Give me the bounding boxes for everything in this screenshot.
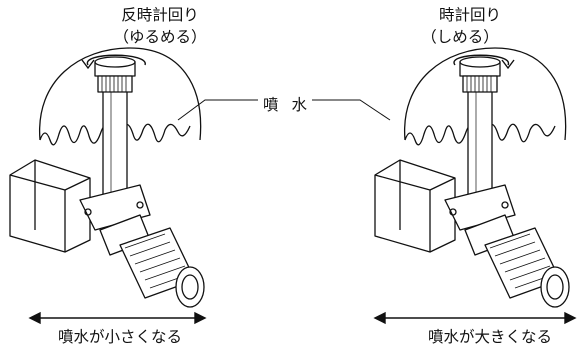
double-arrow-icon (28, 311, 577, 325)
label-flow-smaller: 噴水が小さくなる (57, 328, 182, 346)
label-flow-larger: 噴水が大きくなる (427, 328, 552, 346)
label-clockwise: 時計回り (438, 6, 501, 24)
label-loosen: （ゆるめる） (113, 28, 207, 46)
leader-line-left (177, 99, 258, 121)
leader-line-right (312, 99, 391, 121)
label-fountain: 噴 水 (263, 96, 311, 114)
pump-left (9, 47, 205, 308)
label-tighten: （しめる） (421, 28, 499, 46)
rotation-arrow-cw-icon (453, 54, 515, 70)
pump-right (374, 47, 570, 308)
rotation-arrow-ccw-icon (81, 54, 146, 70)
label-counterclockwise: 反時計回り (121, 6, 199, 24)
